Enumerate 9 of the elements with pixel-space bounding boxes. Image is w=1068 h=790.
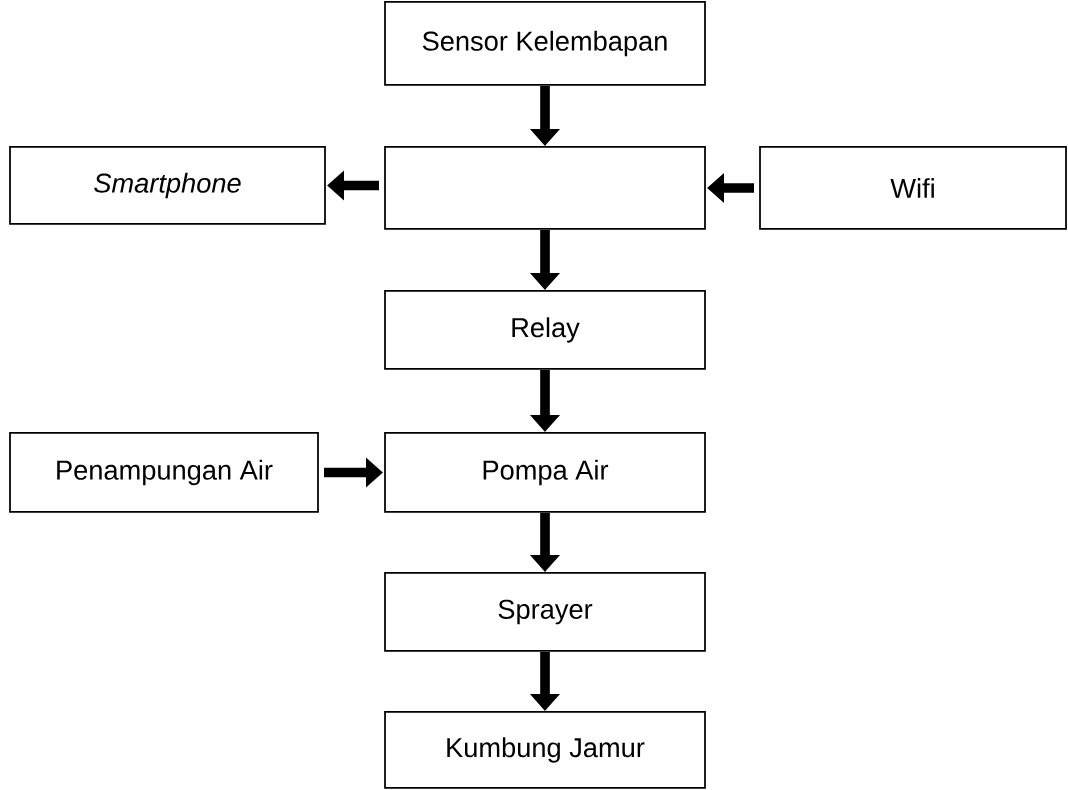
process-box: Relay	[384, 290, 706, 370]
process-box: Penampungan Air	[9, 432, 319, 513]
process-box: Pompa Air	[384, 432, 706, 513]
empty-box	[384, 146, 706, 230]
process-box: Smartphone	[9, 146, 326, 225]
process-box: Sensor Kelembapan	[384, 1, 706, 86]
process-box: Wifi	[759, 146, 1067, 230]
process-box: Sprayer	[384, 572, 706, 652]
process-box: Kumbung Jamur	[384, 711, 706, 789]
